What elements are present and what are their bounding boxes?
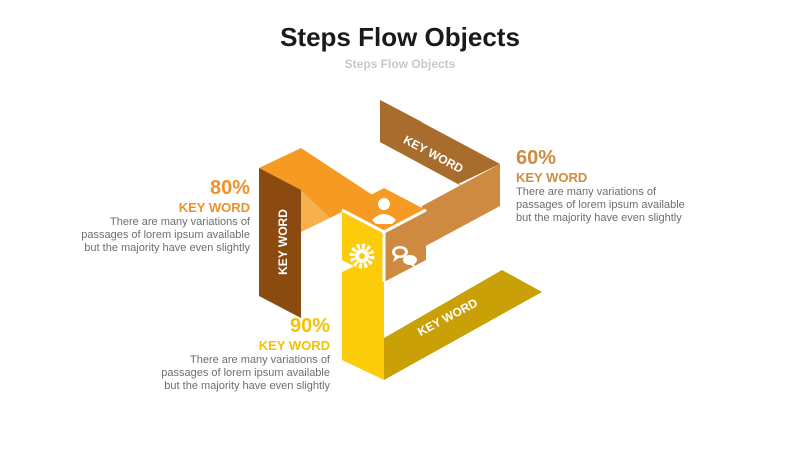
page-subtitle: Steps Flow Objects bbox=[344, 57, 456, 71]
step-60-percent: 60% bbox=[516, 147, 557, 169]
orange-arm-inner bbox=[301, 190, 330, 232]
orange-arm-side bbox=[259, 168, 301, 318]
step-90-line-3: but the majority have even slightly bbox=[164, 380, 330, 392]
step-90-line-1: There are many variations of bbox=[189, 354, 330, 366]
step-60-block: 60% KEY WORD There are many variations o… bbox=[516, 146, 716, 225]
brown-arm-top-edge bbox=[380, 100, 500, 184]
step-90-keyword: KEY WORD bbox=[258, 338, 330, 353]
step-90-percent: 90% bbox=[289, 315, 330, 337]
step-80-block: 80% KEY WORD There are many variations o… bbox=[60, 176, 250, 255]
step-90-line-2: passages of lorem ipsum available bbox=[161, 367, 330, 379]
step-80-line-2: passages of lorem ipsum available bbox=[81, 229, 250, 241]
step-60-line-2: passages of lorem ipsum available bbox=[516, 199, 685, 211]
yellow-arm-front bbox=[342, 252, 384, 380]
arm-label-orange: KEY WORD bbox=[276, 209, 290, 275]
step-80-percent: 80% bbox=[209, 177, 250, 199]
step-80-line-3: but the majority have even slightly bbox=[84, 242, 250, 254]
step-60-line-3: but the majority have even slightly bbox=[516, 212, 682, 224]
step-60-line-1: There are many variations of bbox=[516, 186, 657, 198]
yellow-arm-side bbox=[384, 270, 542, 380]
step-60-keyword: KEY WORD bbox=[516, 170, 588, 185]
brown-arm-side bbox=[422, 164, 500, 248]
page-title: Steps Flow Objects bbox=[280, 22, 520, 52]
user-icon bbox=[372, 198, 396, 224]
orange-arm-top bbox=[259, 148, 374, 218]
step-80-line-1: There are many variations of bbox=[109, 216, 250, 228]
chat-bubbles-icon bbox=[392, 246, 417, 268]
step-80-keyword: KEY WORD bbox=[178, 200, 250, 215]
gear-icon bbox=[349, 243, 375, 269]
step-90-block: 90% KEY WORD There are many variations o… bbox=[140, 314, 330, 393]
